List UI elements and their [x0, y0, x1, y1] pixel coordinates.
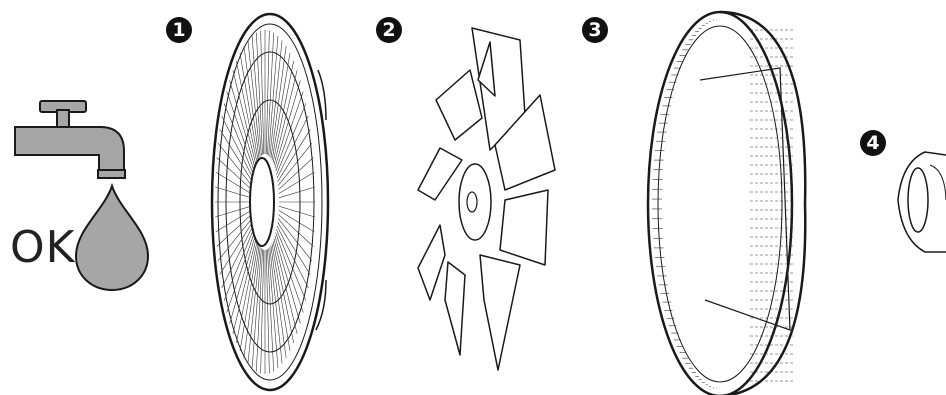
spinner-cap-icon: [0, 0, 946, 395]
